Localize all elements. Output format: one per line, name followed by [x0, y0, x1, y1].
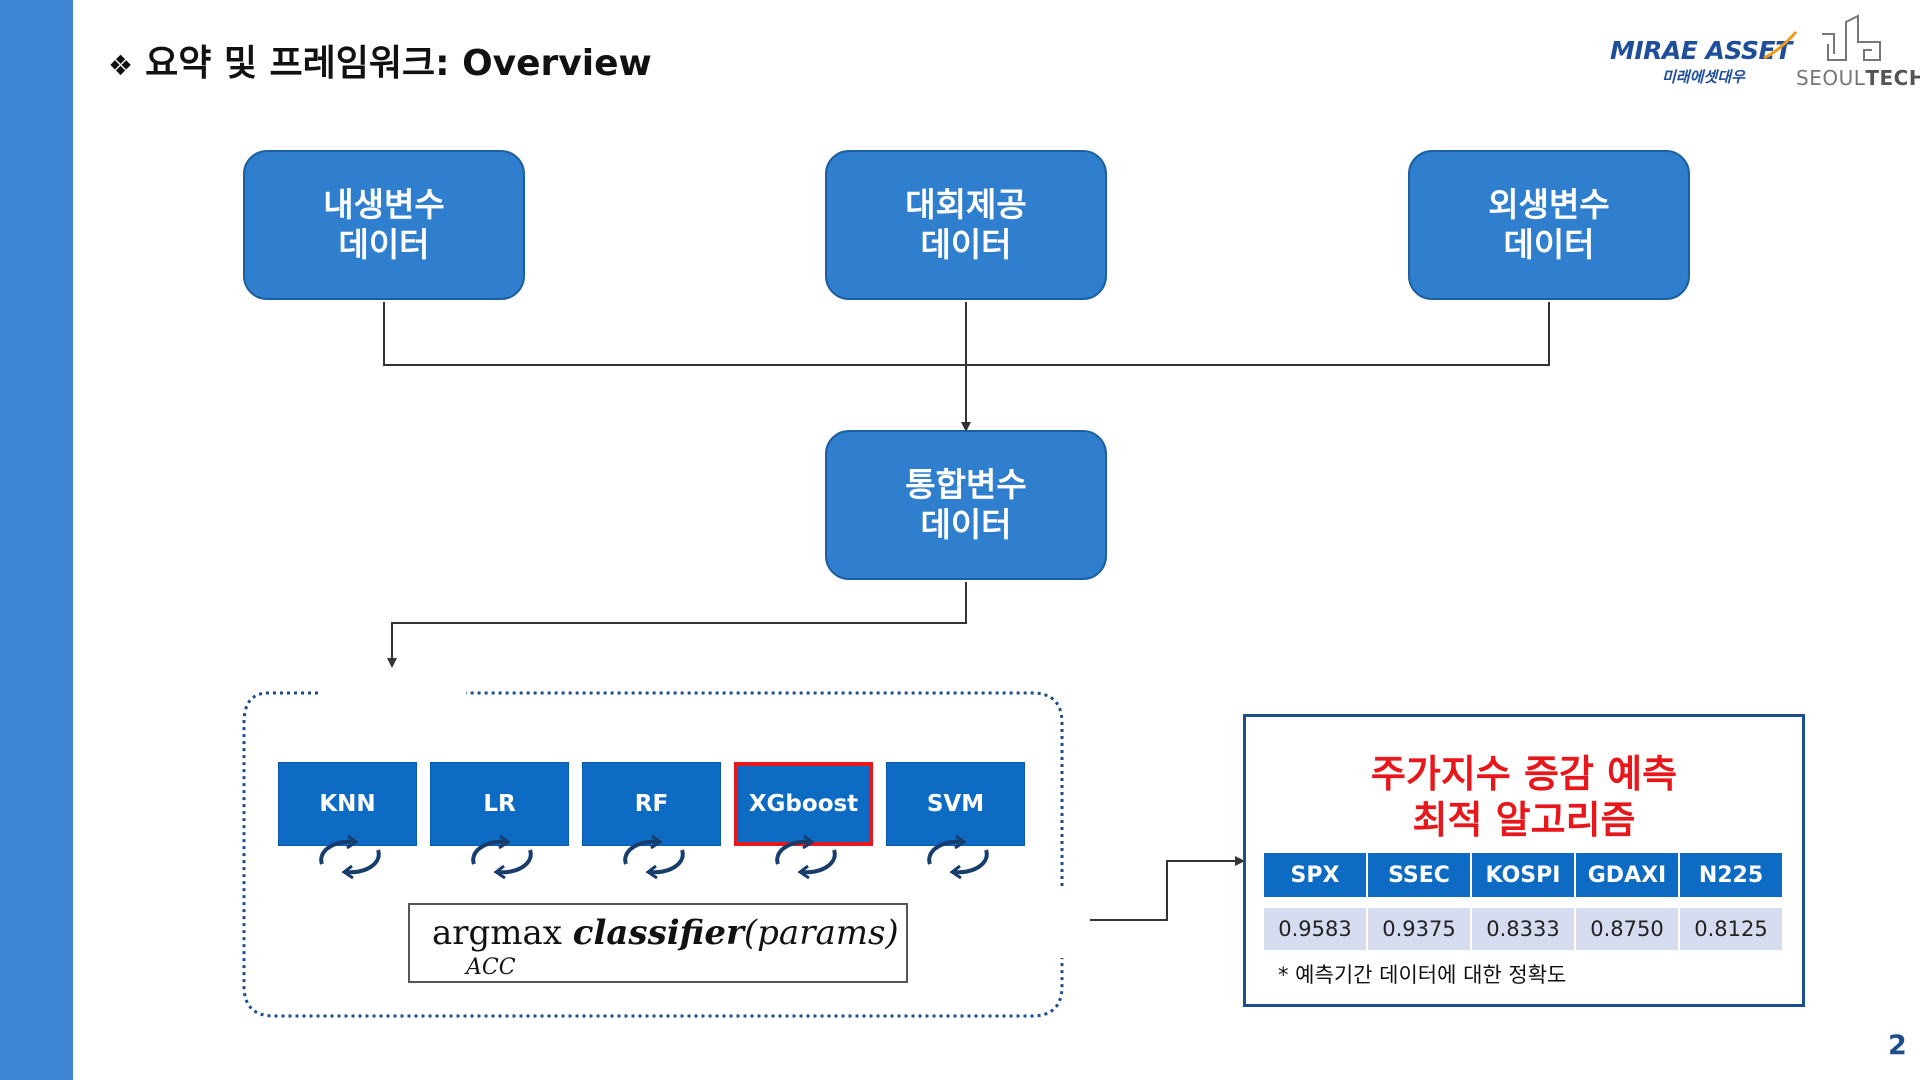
table-header-cell: GDAXI — [1576, 853, 1678, 897]
mirae-asset-logo: MIRAE ASSET 미래에셋대우 — [1610, 30, 1800, 90]
mirae-swoosh-icon — [1763, 31, 1798, 60]
table-value-cell: 0.8125 — [1680, 908, 1782, 950]
model-xgboost: XGboost — [734, 762, 873, 846]
result-panel: 주가지수 증감 예측 최적 알고리즘 SPX SSEC KOSPI GDAXI … — [1243, 714, 1805, 1007]
table-header-cell: KOSPI — [1472, 853, 1574, 897]
seoultech-logo: SEOULTECH — [1796, 14, 1920, 90]
cycle-arrow-icon — [927, 834, 989, 880]
table-value-cell: 0.8333 — [1472, 908, 1574, 950]
cycle-arrow-icon — [471, 834, 533, 880]
model-svm: SVM — [886, 762, 1025, 846]
connector-integrated-to-models — [387, 582, 967, 668]
left-sidebar-bar — [0, 0, 73, 1080]
cycle-arrow-icon — [775, 834, 837, 880]
connector-models-to-result — [1090, 856, 1245, 921]
table-value-cell: 0.9583 — [1264, 908, 1366, 950]
page-number: 2 — [1888, 1030, 1907, 1061]
slide-title: ❖ 요약 및 프레임워크: Overview — [108, 34, 652, 86]
node-endogenous-data: 내생변수 데이터 — [243, 150, 525, 300]
mirae-logo-en: MIRAE ASSET — [1610, 36, 1792, 65]
model-lr: LR — [430, 762, 569, 846]
seoultech-wordmark: SEOULTECH — [1796, 66, 1920, 90]
formula-subscript: ACC — [466, 955, 516, 980]
table-value-cell: 0.9375 — [1368, 908, 1470, 950]
mirae-logo-ko: 미래에셋대우 — [1662, 68, 1745, 86]
node-exogenous-data: 외생변수 데이터 — [1408, 150, 1690, 300]
table-value-cell: 0.8750 — [1576, 908, 1678, 950]
model-rf: RF — [582, 762, 721, 846]
result-title: 주가지수 증감 예측 최적 알고리즘 — [1370, 752, 1678, 842]
formula-main: argmax classifier(params) — [432, 913, 899, 953]
cycle-arrow-icon — [623, 834, 685, 880]
title-bullet: ❖ — [108, 49, 134, 82]
slide-title-text: 요약 및 프레임워크: Overview — [145, 43, 652, 84]
cycle-arrow-icon — [319, 834, 381, 880]
model-group-dotted-border — [242, 691, 1064, 1018]
seoultech-emblem-icon — [1822, 14, 1881, 61]
table-header-cell: N225 — [1680, 853, 1782, 897]
table-header-cell: SSEC — [1368, 853, 1470, 897]
model-knn: KNN — [278, 762, 417, 846]
argmax-formula: argmax classifier(params) ACC — [408, 903, 908, 983]
node-integrated-data: 통합변수 데이터 — [825, 430, 1107, 580]
accuracy-note: * 예측기간 데이터에 대한 정확도 — [1278, 963, 1567, 987]
node-provided-data: 대회제공 데이터 — [825, 150, 1107, 300]
table-header-cell: SPX — [1264, 853, 1366, 897]
